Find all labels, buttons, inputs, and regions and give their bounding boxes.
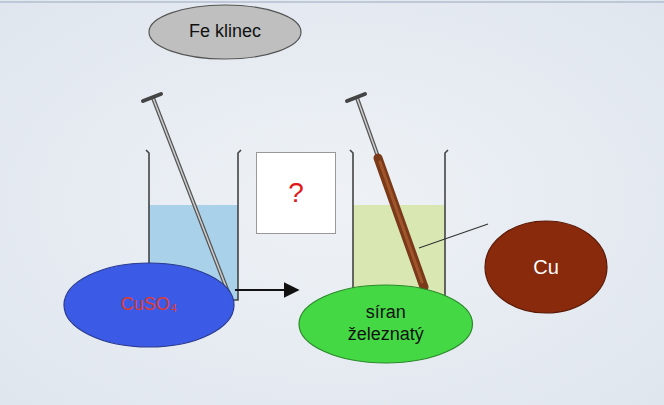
node-label: Cu — [533, 255, 559, 279]
reactant-ellipse: CuSO₄ — [63, 262, 235, 348]
reagent-ellipse: Fe klinec — [148, 4, 302, 60]
node-label: síran železnatý — [331, 302, 441, 345]
leader-line — [419, 224, 488, 248]
question-box: ? — [256, 152, 336, 234]
right-beaker — [350, 150, 448, 300]
top-rule — [0, 2, 664, 3]
product-ellipse: Cu — [484, 220, 608, 314]
question-mark: ? — [288, 176, 304, 210]
node-label: CuSO₄ — [121, 294, 177, 316]
node-label: Fe klinec — [189, 21, 261, 43]
product-ellipse: síran železnatý — [298, 284, 474, 364]
left-nail — [143, 94, 228, 292]
right-nail — [347, 94, 425, 288]
reaction-arrow — [235, 289, 298, 291]
